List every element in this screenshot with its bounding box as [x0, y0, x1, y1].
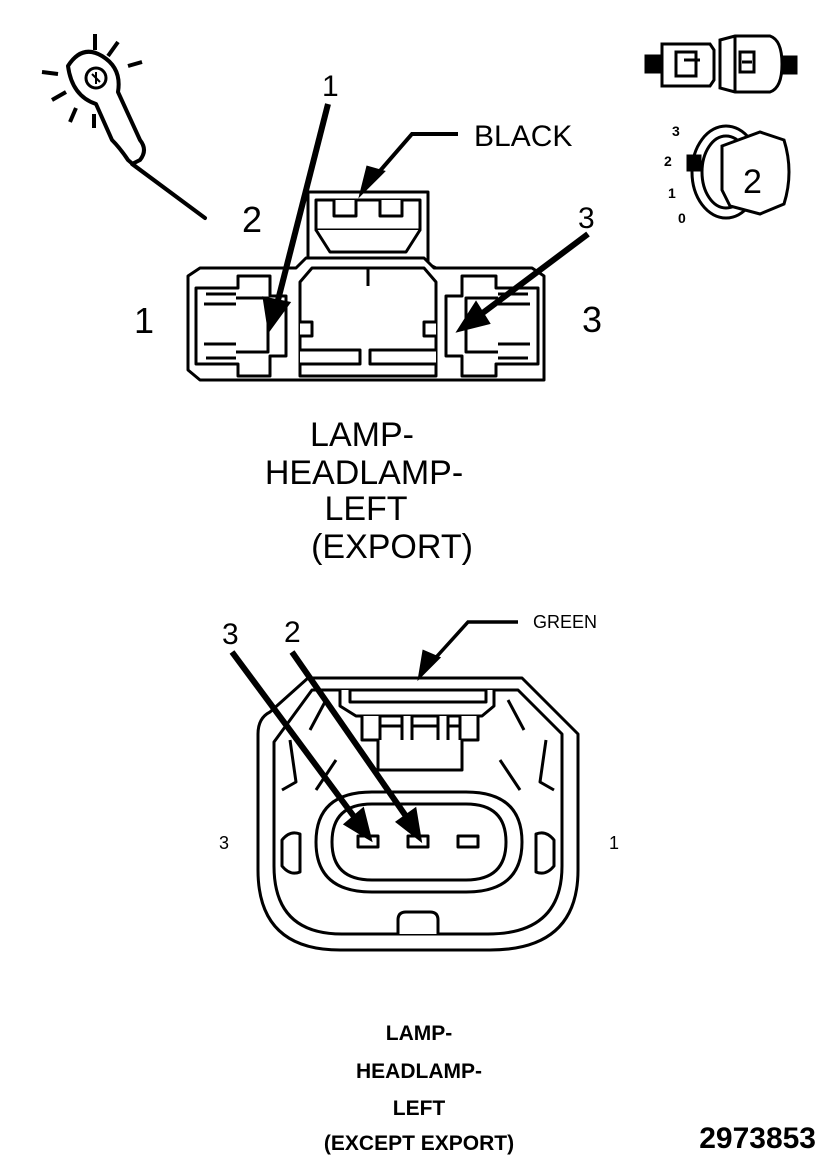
- caption-line: HEADLAMP-: [356, 1060, 482, 1083]
- bottom-pin-2-callout-label: 2: [284, 616, 301, 649]
- caption-line: (EXPORT): [311, 528, 473, 566]
- probe-icon: [41, 34, 207, 220]
- top-connector-caption: LAMP- HEADLAMP- LEFT (EXPORT): [265, 416, 473, 566]
- caption-line: LAMP-: [310, 416, 414, 454]
- bottom-pin-2-callout-arrow: [289, 650, 423, 844]
- cavity-1-label: 1: [134, 300, 154, 341]
- black-color-leader: [358, 132, 458, 199]
- bottom-cavity-3-label: 3: [219, 833, 229, 853]
- cavity-3-label: 3: [582, 299, 602, 340]
- ignition-key-icon: 3 2 1 0 2: [664, 123, 791, 226]
- caption-line: LAMP-: [386, 1022, 453, 1045]
- green-connector-face: [256, 676, 580, 952]
- black-connector-face: [186, 190, 546, 382]
- figure-number: 2973853: [699, 1122, 816, 1155]
- ignition-position-0-label: 0: [678, 210, 686, 226]
- green-color-label: GREEN: [533, 612, 597, 632]
- caption-line: (EXCEPT EXPORT): [324, 1132, 514, 1155]
- pin-3-callout-arrow: [455, 231, 590, 333]
- bottom-connector-caption: LAMP- HEADLAMP- LEFT (EXCEPT EXPORT): [324, 1022, 514, 1155]
- cavity-2-label: 2: [242, 199, 262, 240]
- green-color-leader: [417, 620, 518, 682]
- black-color-label: BLACK: [474, 120, 572, 153]
- pin-1-callout-arrow: [262, 103, 331, 334]
- pin-3-callout-label: 3: [578, 202, 595, 235]
- caption-line: LEFT: [324, 490, 407, 528]
- ignition-position-1-label: 1: [668, 185, 676, 201]
- bottom-pin-3-callout-label: 3: [222, 618, 239, 651]
- pin-1-callout-label: 1: [322, 70, 339, 103]
- bottom-pin-3-callout-arrow: [229, 650, 373, 843]
- bottom-cavity-1-label: 1: [609, 833, 619, 853]
- caption-line: HEADLAMP-: [265, 454, 463, 492]
- ignition-position-2-label: 2: [664, 153, 672, 169]
- connector-disconnect-icon: [644, 34, 798, 94]
- ignition-position-value: 2: [743, 163, 762, 201]
- caption-line: LEFT: [393, 1097, 446, 1120]
- ignition-position-3-label: 3: [672, 123, 680, 139]
